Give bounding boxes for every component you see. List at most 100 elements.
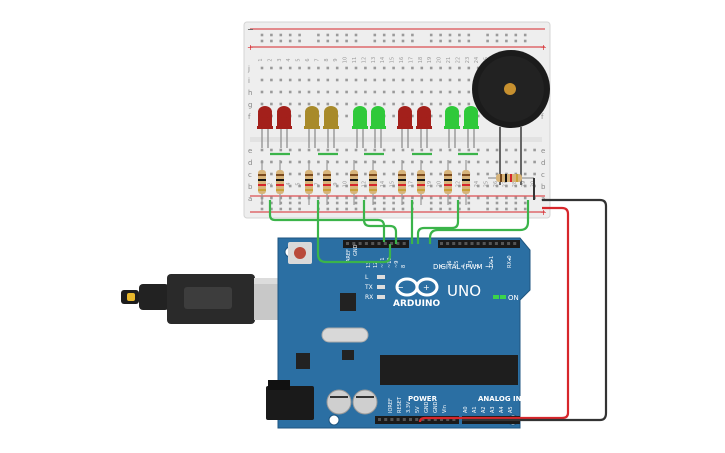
rail-hole [382, 207, 386, 211]
column-number: 1 [258, 58, 264, 61]
breadboard-hole [411, 114, 414, 118]
breadboard-hole [439, 148, 442, 152]
resistor [323, 160, 331, 205]
breadboard-hole [429, 102, 433, 106]
led-green [352, 106, 368, 148]
resistor [258, 160, 266, 205]
breadboard-hole [307, 90, 311, 94]
rail-hole [270, 207, 273, 211]
led-green [444, 106, 460, 148]
usb-lightning-icon [127, 293, 135, 301]
rail-hole [335, 201, 339, 205]
breadboard-hole [401, 148, 405, 152]
breadboard-hole [317, 160, 320, 164]
breadboard-hole [317, 184, 320, 188]
breadboard-hole [345, 78, 348, 82]
row-letter: e [248, 147, 252, 155]
breadboard-hole [288, 172, 292, 176]
rail-hole [467, 39, 471, 43]
breadboard-hole [382, 196, 386, 200]
breadboard-hole [467, 148, 471, 152]
resistor [398, 160, 406, 205]
column-number: 19 [427, 181, 433, 187]
rail-hole [439, 201, 442, 205]
breadboard-hole [467, 102, 471, 106]
rail-plus-label: + [247, 43, 254, 52]
pin-hole [415, 418, 419, 421]
breadboard-hole [523, 172, 527, 176]
rail-minus-label: − [247, 25, 254, 34]
breadboard-hole [420, 90, 424, 94]
analog-pin-label: A0 [463, 406, 469, 413]
rail-hole [392, 39, 395, 43]
breadboard-hole [401, 90, 405, 94]
rail-hole [354, 201, 358, 205]
column-number: 8 [324, 58, 330, 61]
breadboard-hole [439, 66, 442, 70]
pin-hole [464, 242, 468, 245]
breadboard-hole [335, 148, 339, 152]
breadboard-hole [439, 114, 442, 118]
rail-hole [458, 201, 461, 205]
pin-hole [377, 242, 381, 245]
breadboard-hole [354, 102, 358, 106]
power-pin-label: GND [433, 401, 439, 413]
breadboard-hole [345, 102, 348, 106]
column-number: 3 [277, 58, 283, 61]
breadboard-hole [411, 160, 414, 164]
pin-hole [346, 242, 349, 245]
led-yellow [304, 106, 320, 148]
led-green [463, 106, 479, 148]
breadboard-hole [364, 78, 367, 82]
pin-hole [446, 242, 450, 245]
breadboard-hole [317, 172, 320, 176]
breadboard-hole [326, 90, 330, 94]
analog-pin-label: A4 [499, 406, 505, 413]
rail-hole [495, 207, 499, 211]
breadboard-hole [354, 78, 358, 82]
breadboard-hole [260, 78, 264, 82]
pin-hole [390, 242, 394, 245]
digital-pin-label: ~5 [454, 261, 460, 268]
led-red [416, 106, 432, 148]
breadboard-hole [288, 66, 292, 70]
column-number: 18 [418, 57, 424, 63]
rail-hole [260, 39, 264, 43]
breadboard-hole [335, 78, 339, 82]
breadboard-hole [439, 160, 442, 164]
column-number: 12 [361, 57, 367, 63]
power-pin-label: GND [424, 401, 430, 413]
breadboard-hole [260, 90, 264, 94]
digital-section-label: DIGITAL (PWM ~) [433, 263, 494, 271]
digital-pin-label: 4 [461, 265, 467, 268]
breadboard-hole [317, 78, 320, 82]
breadboard-hole [467, 78, 471, 82]
breadboard-hole [429, 148, 433, 152]
breadboard-hole [270, 184, 273, 188]
pin-hole [384, 418, 388, 421]
rail-hole [288, 201, 292, 205]
pin-hole [470, 242, 474, 245]
breadboard-hole [382, 78, 386, 82]
row-letter: e [541, 147, 545, 155]
breadboard-hole [392, 184, 395, 188]
breadboard-hole [298, 148, 301, 152]
pin-hole [402, 418, 406, 421]
rail-hole [288, 39, 292, 43]
resistor [488, 174, 535, 200]
rail-hole [486, 33, 489, 37]
column-number: 13 [371, 57, 377, 63]
breadboard-hole [439, 90, 442, 94]
row-letter: b [541, 183, 546, 191]
breadboard-hole [458, 114, 461, 118]
breadboard-hole [326, 148, 330, 152]
rail-hole [467, 33, 471, 37]
resistor [350, 160, 358, 205]
rail-hole [298, 33, 301, 37]
rail-hole [373, 39, 377, 43]
column-number: 6 [305, 58, 311, 61]
breadboard-hole [523, 196, 527, 200]
breadboard-hole [448, 66, 452, 70]
breadboard-hole [288, 184, 292, 188]
